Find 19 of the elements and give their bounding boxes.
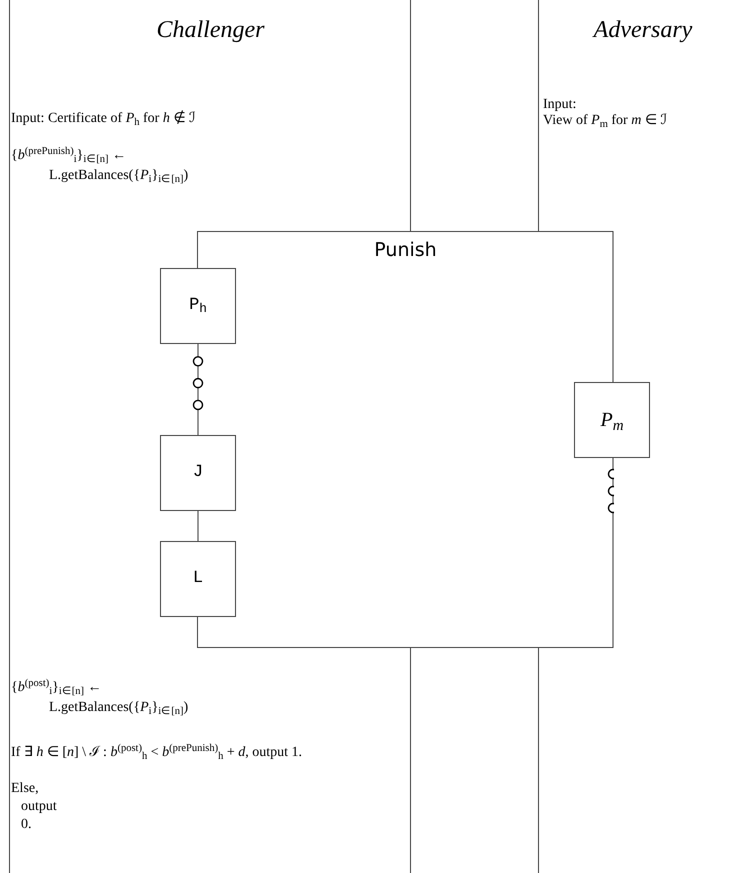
input-text: Input: Certificate of P$_{h}$ for h ∉ ℐ (11, 109, 197, 129)
panel-title: Challenger (156, 16, 266, 45)
panel-title: Adversary (591, 16, 694, 45)
process-box (160, 268, 236, 344)
condition-text: If ∃ h ∈ [n] \ ℐ : b$^{(post)}$$_{h}$ < b$^{(prePunish)}$$_{h}$ + d, output 1. (11, 744, 304, 762)
box-title: Punish (373, 238, 438, 263)
assignment-text: {b$^{(prePunish)}$$_{i}$}$_{i∈[n]}$ ← L.getBalances({P$_{i}$}$_{i∈[n]}$) (11, 146, 190, 186)
else-text: Else, output 0. (11, 780, 58, 834)
box-label: P$_{h}$ (189, 295, 207, 318)
process-box (160, 435, 236, 511)
input-text: View of P$_{m}$ for m ∈ ℐ (543, 112, 668, 131)
box-label: J (192, 462, 204, 484)
input-label: Input: (543, 96, 578, 114)
process-box (160, 541, 236, 617)
dotted-connector (192, 344, 204, 436)
assignment-text: {b$^{(post)}$$_{i}$}$_{i∈[n]}$ ← L.getBalances({P$_{i}$}$_{i∈[n]}$) (11, 678, 190, 718)
process-box (574, 382, 650, 458)
box-label: P$_{m}$ (600, 408, 624, 435)
box-label: L (192, 568, 204, 590)
